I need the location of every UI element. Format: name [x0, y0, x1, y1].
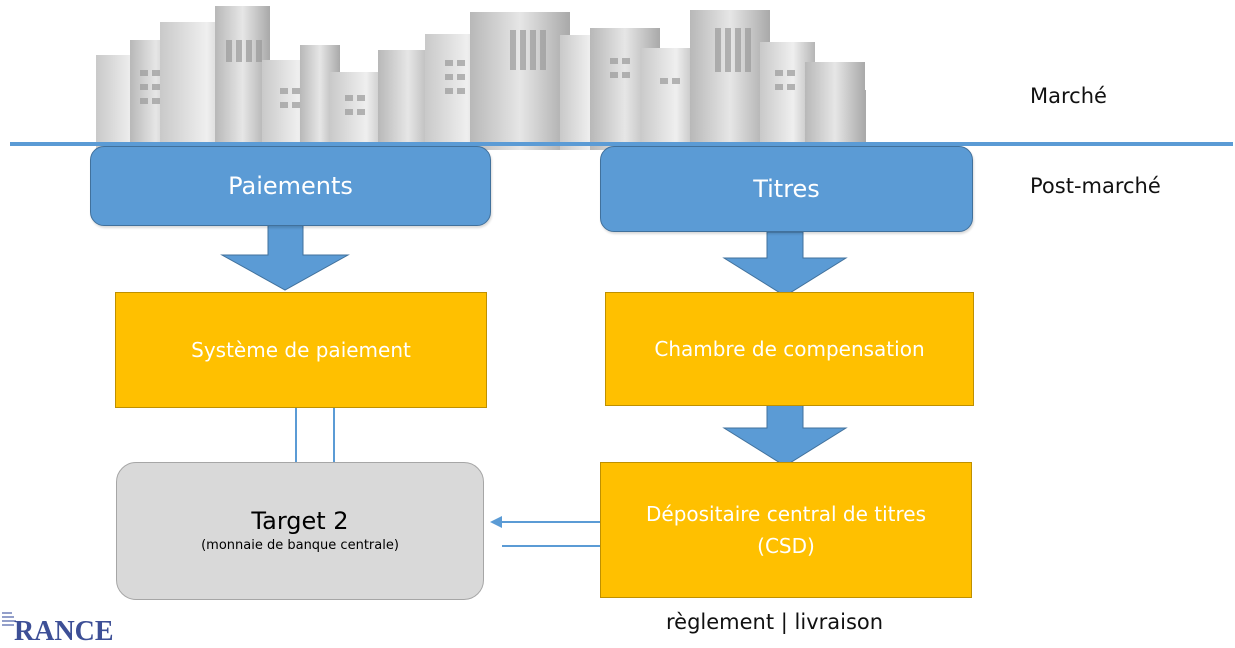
clearing-house-label: Chambre de compensation [654, 337, 925, 361]
down-arrow-payments [220, 224, 350, 291]
target2-box: Target 2 (monnaie de banque centrale) [116, 462, 484, 600]
payment-system-label: Système de paiement [191, 338, 411, 362]
target2-title: Target 2 [251, 507, 349, 535]
securities-label: Titres [753, 175, 820, 203]
skyline-buildings [96, 6, 866, 150]
bank-logo [2, 612, 16, 626]
post-market-label: Post-marché [1030, 174, 1161, 198]
securities-box: Titres [600, 146, 973, 232]
settlement-delivery-caption: règlement | livraison [666, 610, 884, 634]
down-arrow-clearing [722, 401, 848, 467]
down-arrow-securities [722, 231, 848, 297]
csd-box: Dépositaire central de titres (CSD) [600, 462, 972, 598]
payments-label: Paiements [228, 172, 353, 200]
payments-box: Paiements [90, 146, 491, 226]
csd-label-line2: (CSD) [757, 534, 815, 558]
target2-subtitle: (monnaie de banque centrale) [201, 538, 399, 553]
csd-label-line1: Dépositaire central de titres [645, 502, 927, 526]
clearing-house-box: Chambre de compensation [605, 292, 974, 406]
market-label: Marché [1030, 84, 1107, 108]
bank-logo-text: RANCE [14, 616, 114, 647]
payment-system-box: Système de paiement [115, 292, 487, 408]
